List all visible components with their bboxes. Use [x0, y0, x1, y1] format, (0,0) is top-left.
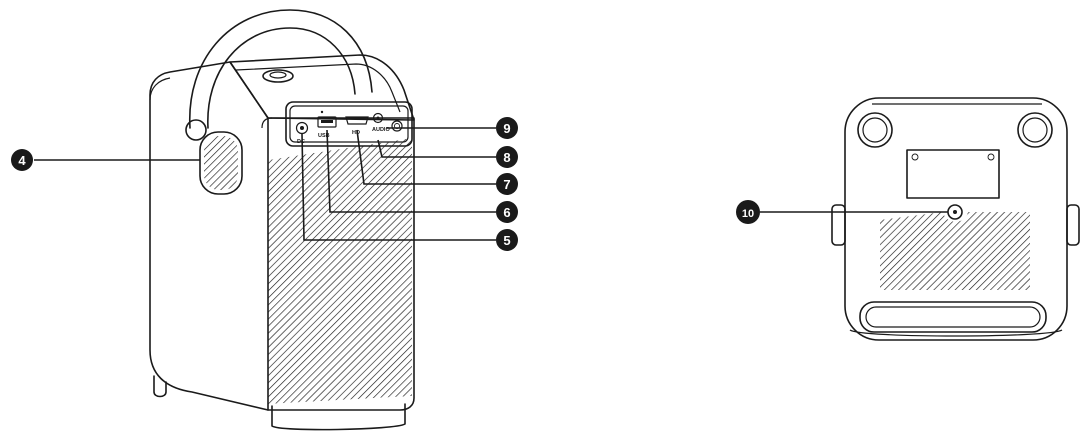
bottom-vent-grille — [880, 212, 1030, 290]
rubber-foot-bar — [859, 301, 1047, 333]
audio-port — [372, 112, 384, 124]
callout-8: 8 — [496, 146, 518, 168]
projector-bottom-view: 10 — [736, 97, 1080, 341]
top-face — [229, 54, 415, 121]
callout-6: 6 — [496, 201, 518, 223]
hd-port — [345, 116, 369, 125]
leader-lines — [34, 127, 496, 241]
audio-port-label: AUDIO — [372, 127, 390, 133]
audio-adjacent-button — [391, 120, 403, 132]
label-plate — [906, 149, 1000, 199]
svg-text:9: 9 — [503, 121, 510, 136]
callout-10: 10 — [736, 200, 760, 224]
handle — [189, 9, 373, 129]
port-panel — [285, 101, 413, 147]
projector-side-view: DC USB HD AUDIO 4 — [11, 9, 518, 431]
foot-top-left — [857, 112, 893, 148]
svg-text:5: 5 — [503, 233, 510, 248]
svg-text:8: 8 — [503, 150, 510, 165]
callout-9: 9 — [496, 117, 518, 139]
svg-text:7: 7 — [503, 177, 510, 192]
handle-stub-right — [1066, 204, 1080, 246]
svg-text:10: 10 — [742, 208, 754, 220]
front-speaker-grille — [268, 138, 412, 404]
callout-7: 7 — [496, 173, 518, 195]
handle-stub-left — [831, 204, 846, 246]
svg-text:4: 4 — [18, 153, 26, 168]
foot-right — [271, 403, 406, 431]
side-panel — [149, 61, 269, 411]
side-speaker — [199, 131, 243, 195]
top-button — [262, 69, 294, 83]
usb-port — [317, 116, 337, 128]
foot-top-right — [1017, 112, 1053, 148]
dc-port-label: DC — [297, 139, 305, 145]
foot-left — [153, 375, 167, 398]
hd-port-label: HD — [352, 130, 360, 136]
handle-pivot — [185, 119, 207, 141]
front-face — [267, 117, 415, 411]
callout-5: 5 — [496, 229, 518, 251]
usb-port-label: USB — [318, 133, 330, 139]
svg-text:6: 6 — [503, 205, 510, 220]
dc-port — [295, 121, 309, 135]
callout-4: 4 — [11, 149, 33, 171]
